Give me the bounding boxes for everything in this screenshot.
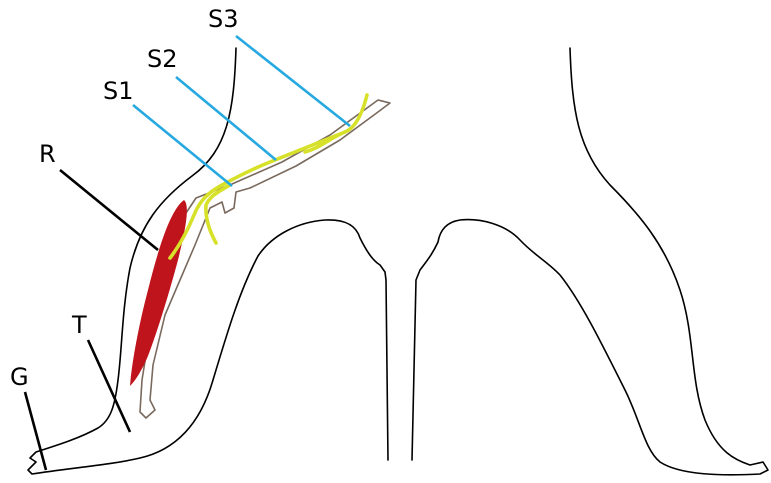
label-t: T (71, 311, 87, 339)
label-s2: S2 (147, 45, 178, 73)
muscle-r (130, 200, 187, 386)
leader-line-s1 (133, 105, 232, 186)
label-g: G (10, 363, 29, 391)
right-leg-outline (412, 48, 768, 475)
label-r: R (39, 140, 56, 168)
label-s1: S1 (103, 77, 134, 105)
leader-line-g (25, 392, 46, 470)
leader-line-s2 (176, 77, 276, 160)
label-s3: S3 (208, 5, 239, 33)
leader-line-r (60, 170, 158, 250)
leader-line-s3 (236, 36, 350, 126)
leader-line-t (88, 340, 130, 432)
